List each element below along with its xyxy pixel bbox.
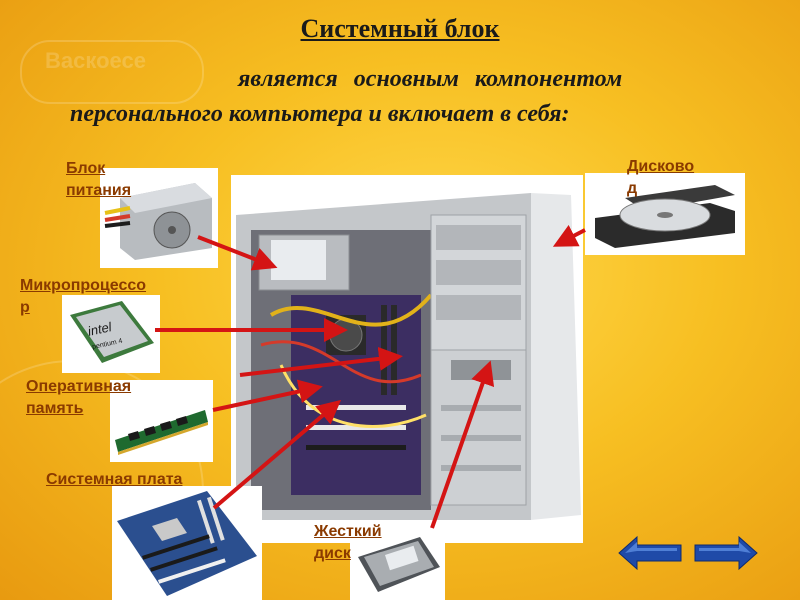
ghost-text: Васкоесе xyxy=(45,48,146,73)
label-optical-drive-line1: Дисково xyxy=(627,158,695,175)
next-slide-button[interactable] xyxy=(693,535,759,571)
chip-brand: intel xyxy=(86,319,114,339)
decorative-ring xyxy=(20,40,204,104)
motherboard-photo xyxy=(112,486,262,600)
label-hdd-line2: диск xyxy=(314,545,351,562)
label-power-supply-line1: Блок xyxy=(66,160,106,177)
optical-drive-photo xyxy=(585,173,745,255)
system-unit-photo xyxy=(231,175,583,543)
label-hdd-line1: Жесткий xyxy=(314,523,382,540)
intro-line-2: персонального компьютера и включает в се… xyxy=(70,101,570,127)
label-ram-line2: память xyxy=(26,400,84,417)
label-cpu-line2: р xyxy=(20,299,30,316)
label-cpu-line1: Микропроцессо xyxy=(20,277,147,294)
label-power-supply-line2: питания xyxy=(66,182,132,199)
slide-title: Системный блок xyxy=(300,14,500,43)
label-hdd[interactable]: Жесткий диск xyxy=(314,521,382,565)
intro-line-1: является основным компонентом xyxy=(238,66,623,92)
label-motherboard[interactable]: Системная плата xyxy=(46,471,183,488)
label-optical-drive[interactable]: Дисково д xyxy=(627,156,694,200)
label-optical-drive-line2: д xyxy=(627,180,638,197)
arrow-left-icon xyxy=(618,535,682,571)
hdd-photo xyxy=(350,527,445,600)
label-ram-line1: Оперативная xyxy=(26,378,132,395)
label-ram[interactable]: Оперативная память xyxy=(26,376,131,420)
prev-slide-button[interactable] xyxy=(617,535,683,571)
label-power-supply[interactable]: Блок питания xyxy=(66,158,131,202)
label-cpu[interactable]: Микропроцессо р xyxy=(20,275,146,319)
ram-photo xyxy=(110,380,213,462)
arrow-right-icon xyxy=(694,535,758,571)
cpu-photo: intel pentium 4 xyxy=(62,295,160,373)
